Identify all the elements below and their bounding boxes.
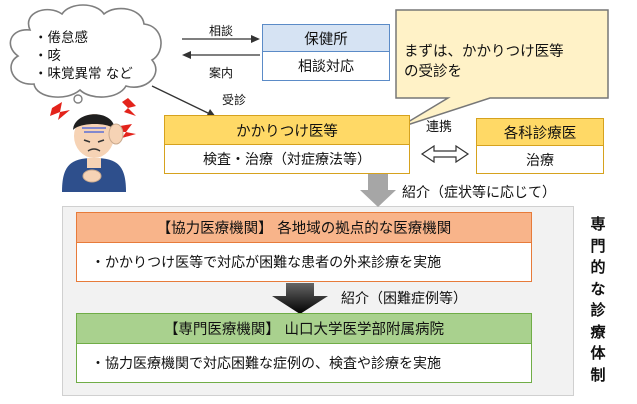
symptom-item: ・味覚異常 など [34, 66, 133, 82]
cooperation-label: 連携 [426, 120, 453, 135]
sick-patient-illustration [50, 98, 136, 192]
specialized-institution-title: 【専門医療機関】 山口大学医学部附属病院 [77, 314, 531, 344]
referral-difficult-label: 紹介（困難症例等） [341, 291, 467, 307]
thought-cloud [9, 4, 162, 104]
specialized-institution-box: 【専門医療機関】 山口大学医学部附属病院 ・協力医療機関で対応困難な症例の、検査… [76, 313, 532, 383]
health-center-body: 相談対応 [298, 59, 354, 75]
callout-text: まずは、かかりつけ医等 [404, 44, 564, 60]
family-doctor-title: かかりつけ医等 [165, 116, 409, 145]
symptom-item: ・倦怠感 [34, 30, 88, 46]
cooperating-institution-body: ・かかりつけ医等で対応が困難な患者の外来診療を実施 [91, 255, 442, 271]
visit-label: 受診 [222, 93, 247, 107]
symptom-item: ・咳 [34, 48, 61, 64]
referral-down-arrow [360, 174, 396, 207]
specialized-institution-body: ・協力医療機関で対応困難な症例の、検査や診療を実施 [91, 356, 441, 372]
referral-symptom-label: 紹介（症状等に応じて） [402, 185, 556, 201]
specialists-title: 各科診療医 [477, 119, 603, 146]
consult-label: 相談 [209, 24, 234, 38]
guide-arrow [182, 51, 260, 59]
specialists-box: 各科診療医 治療 [476, 118, 604, 174]
callout-bubble [395, 9, 609, 129]
cooperation-double-arrow [420, 144, 470, 164]
family-doctor-body: 検査・治療（対症療法等） [203, 152, 371, 168]
cooperating-institution-box: 【協力医療機関】 各地域の拠点的な医療機関 ・かかりつけ医等で対応が困難な患者の… [76, 212, 532, 282]
consult-arrow [182, 35, 260, 43]
specialized-care-label: 専門的な診療体制 [590, 215, 606, 384]
guide-label: 案内 [209, 66, 234, 80]
callout-text: の受診を [404, 64, 462, 80]
health-center-title: 保健所 [263, 25, 389, 52]
referral-difficult-arrow [272, 283, 328, 314]
specialists-body: 治療 [526, 152, 554, 169]
health-center-box: 保健所 相談対応 [262, 24, 390, 81]
family-doctor-box: かかりつけ医等 検査・治療（対症療法等） [164, 115, 410, 174]
cooperating-institution-title: 【協力医療機関】 各地域の拠点的な医療機関 [77, 213, 531, 243]
